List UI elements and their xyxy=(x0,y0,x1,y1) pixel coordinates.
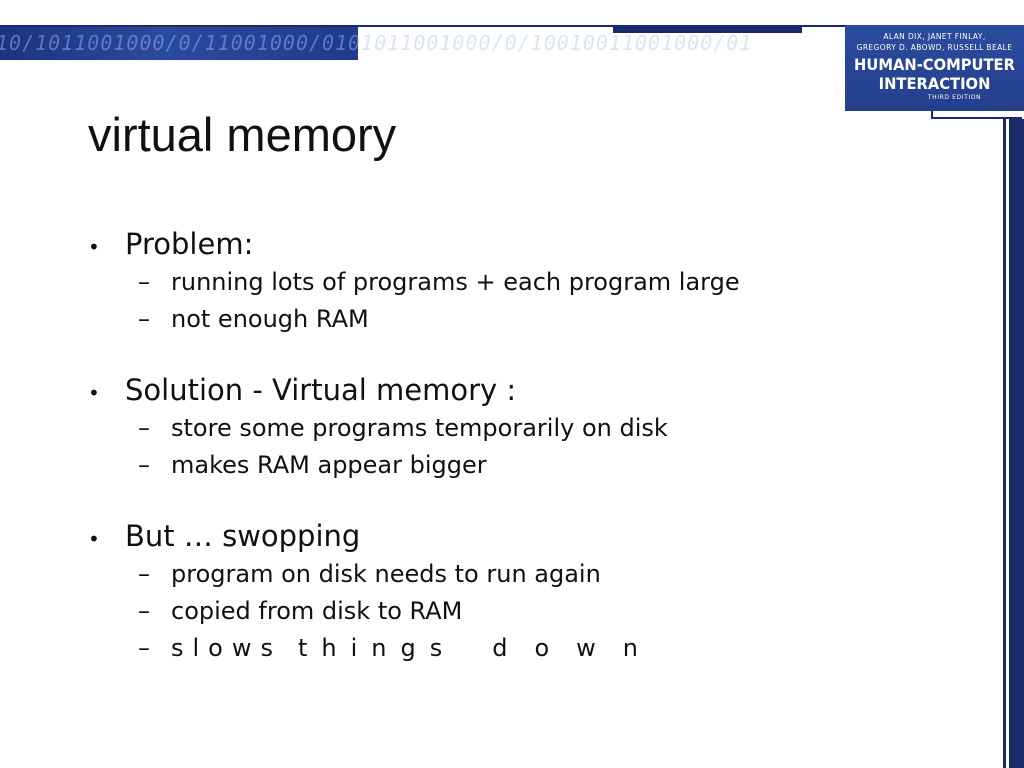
book-authors: ALAN DIX, JANET FINLAY, GREGORY D. ABOWD… xyxy=(856,32,1013,52)
binary-banner-bits: 10/1011001000/0/11001000/0101011001000/0… xyxy=(0,31,753,55)
sub-bullet-text: copied from disk to RAM xyxy=(171,597,463,625)
right-side-bar-stripe xyxy=(1006,119,1009,768)
sub-bullet-item: – slows things down xyxy=(88,630,988,667)
dash-icon: – xyxy=(138,414,150,442)
sub-bullet-text: store some programs temporarily on disk xyxy=(171,414,668,442)
sub-bullet-item: – makes RAM appear bigger xyxy=(88,447,988,484)
sub-bullet-text: running lots of programs + each program … xyxy=(171,268,740,296)
sub-bullet-item: – running lots of programs + each progra… xyxy=(88,264,988,301)
header-corner-frame xyxy=(931,111,1022,119)
bullet-dot-icon: • xyxy=(88,235,100,259)
sub-bullet-text: not enough RAM xyxy=(171,305,369,333)
binary-banner-image: 10/1011001000/0/11001000/0101011001000/0… xyxy=(0,27,751,60)
slide-title: virtual memory xyxy=(88,108,397,161)
sub-bullet-text-spaced: slows things down xyxy=(171,630,665,667)
bullet-item: • But … swopping xyxy=(88,516,988,556)
bullet-text: Problem: xyxy=(125,227,254,261)
bullet-text: But … swopping xyxy=(125,519,361,553)
book-edition: THIRD EDITION xyxy=(927,94,982,101)
bullet-item: • Problem: xyxy=(88,224,988,264)
spaced-word: slows xyxy=(171,634,282,662)
dash-icon: – xyxy=(138,451,150,479)
spaced-word: things xyxy=(298,634,457,662)
spaced-word: down xyxy=(492,634,666,662)
book-cover-logo: ALAN DIX, JANET FINLAY, GREGORY D. ABOWD… xyxy=(845,25,1024,111)
dash-icon: – xyxy=(138,268,150,296)
header-accent-strip xyxy=(613,27,802,33)
book-title: HUMAN-COMPUTER INTERACTION xyxy=(854,55,1015,93)
sub-bullet-item: – program on disk needs to run again xyxy=(88,556,988,593)
dash-icon: – xyxy=(138,560,150,588)
bullet-text: Solution - Virtual memory : xyxy=(125,373,517,407)
bullet-dot-icon: • xyxy=(88,527,100,551)
dash-icon: – xyxy=(138,634,150,662)
bullet-group-solution: • Solution - Virtual memory : – store so… xyxy=(88,370,988,484)
sub-bullet-item: – copied from disk to RAM xyxy=(88,593,988,630)
header-top-line xyxy=(0,25,846,27)
sub-bullet-item: – not enough RAM xyxy=(88,301,988,338)
sub-bullet-text: makes RAM appear bigger xyxy=(171,451,487,479)
bullet-group-swopping: • But … swopping – program on disk needs… xyxy=(88,516,988,667)
bullet-item: • Solution - Virtual memory : xyxy=(88,370,988,410)
dash-icon: – xyxy=(138,305,150,333)
bullet-dot-icon: • xyxy=(88,381,100,405)
dash-icon: – xyxy=(138,597,150,625)
sub-bullet-item: – store some programs temporarily on dis… xyxy=(88,410,988,447)
bullet-group-problem: • Problem: – running lots of programs + … xyxy=(88,224,988,338)
sub-bullet-text: program on disk needs to run again xyxy=(171,560,601,588)
slide-body: • Problem: – running lots of programs + … xyxy=(88,224,988,699)
